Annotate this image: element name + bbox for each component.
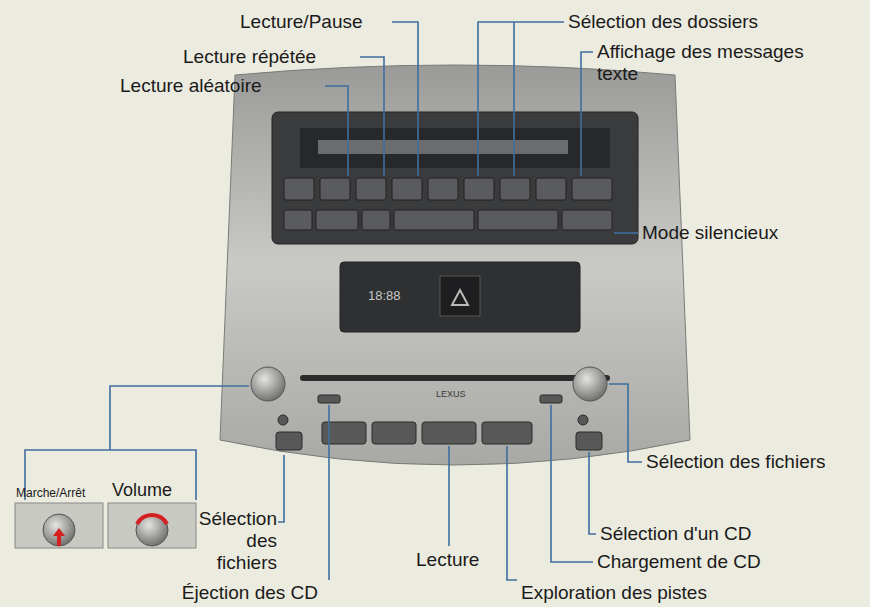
callout-label: Sélection des fichiers [646, 451, 826, 473]
brand-logo: LEXUS [436, 389, 466, 399]
callout-label: Lecture aléatoire [120, 75, 262, 97]
callout-label: Sélection des fichiers [185, 508, 277, 574]
inset-label: Marche/Arrêt [16, 482, 85, 504]
callout-label: Mode silencieux [642, 222, 778, 244]
callout-label: Éjection des CD [182, 582, 318, 604]
inset-label: Volume [112, 479, 172, 501]
callout-label: Lecture répétée [183, 46, 316, 68]
callout-label: Lecture [416, 549, 479, 571]
callout-label: Sélection des dossiers [568, 11, 758, 33]
callout-label: Affichage des messages texte [597, 41, 829, 85]
callout-label: Exploration des pistes [521, 582, 707, 604]
clock-display: 18:88 [368, 288, 401, 303]
callout-label: Sélection d'un CD [600, 523, 752, 545]
callout-label: Chargement de CD [597, 551, 761, 573]
callout-label: Lecture/Pause [240, 11, 363, 33]
